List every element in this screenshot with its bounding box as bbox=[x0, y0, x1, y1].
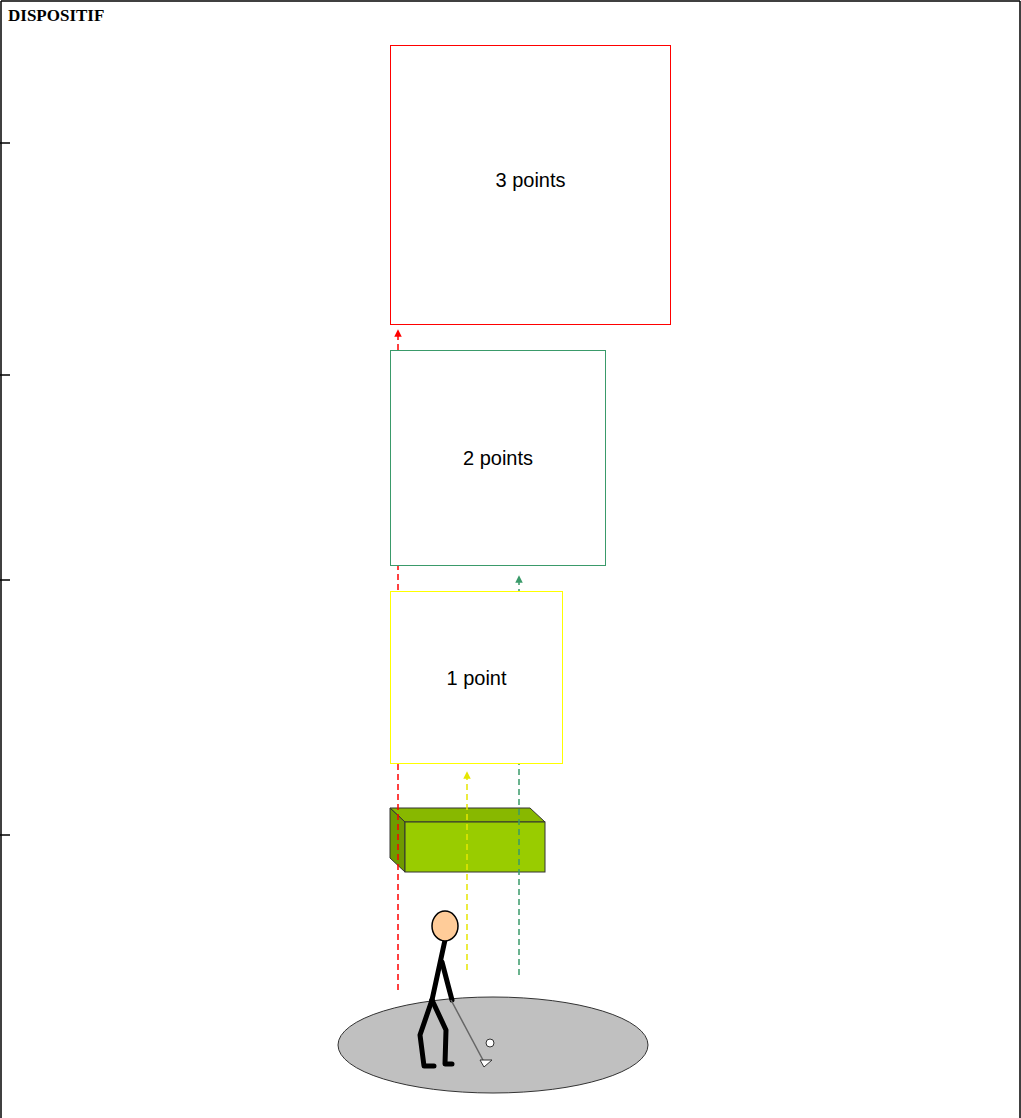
trajectory-arrow bbox=[466, 772, 468, 970]
golfer-leg bbox=[420, 1000, 434, 1066]
zone-label: 2 points bbox=[463, 446, 533, 470]
frame-line bbox=[1, 0, 1020, 2]
score-zone: 3 points bbox=[390, 45, 671, 325]
frame-tick bbox=[0, 142, 10, 144]
club-head bbox=[480, 1060, 492, 1067]
score-zone: 2 points bbox=[390, 350, 606, 566]
frame-tick bbox=[0, 834, 10, 836]
frame-line bbox=[0, 1, 2, 1118]
obstacle-front bbox=[405, 822, 545, 872]
frame-line bbox=[1019, 1, 1021, 1118]
golfer-figure bbox=[420, 940, 452, 1066]
frame-tick bbox=[0, 579, 10, 581]
golfer-arm bbox=[442, 962, 452, 1000]
zone-label: 3 points bbox=[495, 168, 565, 192]
golfer-leg bbox=[432, 1000, 452, 1064]
score-zone: 1 point bbox=[390, 591, 563, 764]
golfer-head bbox=[432, 911, 458, 941]
zone-label: 1 point bbox=[446, 666, 506, 690]
golf-ball bbox=[486, 1039, 494, 1047]
golf-club bbox=[451, 1000, 484, 1062]
diagram-title: DISPOSITIF bbox=[8, 6, 104, 26]
tee-area bbox=[338, 997, 648, 1093]
frame-tick bbox=[0, 374, 10, 376]
